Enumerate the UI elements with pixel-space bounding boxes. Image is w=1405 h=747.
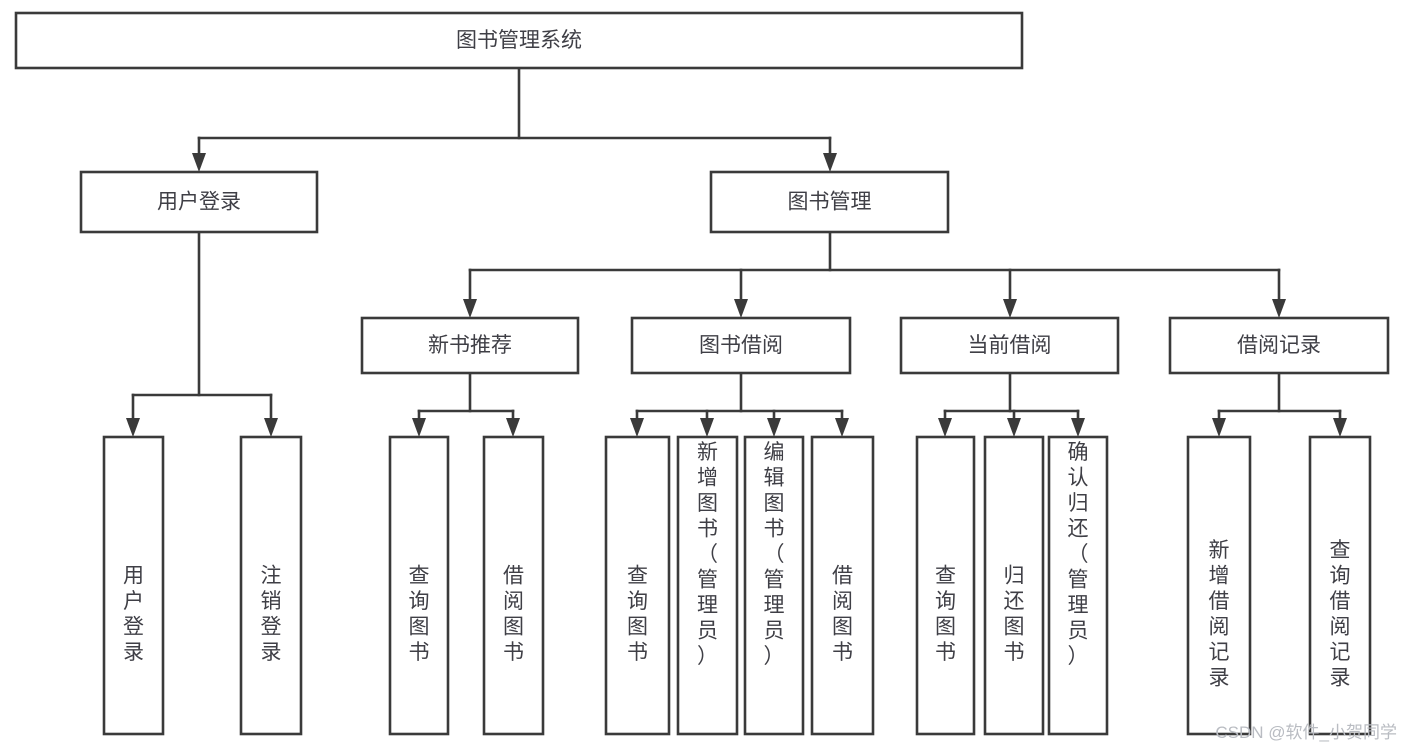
node-label: 查询图书 [409,565,430,665]
leaf-leaf-query-borrow-record[interactable]: 查询借阅记录 [1308,435,1372,736]
leaf-leaf-logout[interactable]: 注销登录 [239,435,303,736]
node-box[interactable] [899,316,1120,375]
leaf-leaf-return-book[interactable]: 归还图书 [983,435,1045,736]
node-box[interactable] [79,170,319,234]
node-book-management[interactable]: 图书管理 [709,170,950,234]
node-new-book-recommend[interactable]: 新书推荐 [360,316,580,375]
leaf-leaf-user-login[interactable]: 用户登录 [102,435,165,736]
node-box[interactable] [1047,435,1109,736]
node-box[interactable] [915,435,976,736]
arrow-head-icon [734,299,748,318]
node-label: 借阅图书 [503,565,524,665]
connector-layer [126,66,1347,437]
node-label: 用户登录 [157,191,241,214]
node-box[interactable] [604,435,671,736]
arrow-head-icon [835,418,849,437]
node-label: 编辑图书（管理员） [764,441,785,668]
node-box[interactable] [14,11,1024,70]
arrow-head-icon [1272,299,1286,318]
node-borrow-records[interactable]: 借阅记录 [1168,316,1390,375]
node-box[interactable] [388,435,450,736]
node-book-borrow[interactable]: 图书借阅 [630,316,852,375]
watermark-text: CSDN @软件_小贺同学 [1215,723,1397,742]
node-box[interactable] [630,316,852,375]
leaf-leaf-query-book-current[interactable]: 查询图书 [915,435,976,736]
arrow-head-icon [938,418,952,437]
node-box[interactable] [983,435,1045,736]
node-box[interactable] [1186,435,1252,736]
leaf-leaf-add-borrow-record[interactable]: 新增借阅记录 [1186,435,1252,736]
node-label: 查询借阅记录 [1330,539,1351,690]
node-box[interactable] [102,435,165,736]
node-box[interactable] [482,435,545,736]
node-box[interactable] [676,435,739,736]
node-label: 借阅记录 [1237,334,1321,357]
leaf-leaf-add-book-admin[interactable]: 新增图书（管理员） [676,435,739,736]
leaf-leaf-edit-book-admin[interactable]: 编辑图书（管理员） [743,435,805,736]
node-label: 图书管理 [788,191,872,214]
leaf-leaf-query-book[interactable]: 查询图书 [604,435,671,736]
arrow-head-icon [412,418,426,437]
node-box[interactable] [709,170,950,234]
arrow-head-icon [823,153,837,172]
arrow-head-icon [700,418,714,437]
arrow-head-icon [506,418,520,437]
arrow-head-icon [1003,299,1017,318]
node-box[interactable] [810,435,875,736]
node-box[interactable] [743,435,805,736]
node-root[interactable]: 图书管理系统 [14,11,1024,70]
arrow-head-icon [126,418,140,437]
arrow-head-icon [1333,418,1347,437]
arrow-head-icon [192,153,206,172]
node-label: 查询图书 [627,565,648,665]
node-label: 当前借阅 [968,334,1052,357]
arrow-head-icon [463,299,477,318]
node-layer: 图书管理系统用户登录图书管理新书推荐图书借阅当前借阅借阅记录用户登录注销登录查询… [14,11,1390,736]
leaf-leaf-confirm-return-admin[interactable]: 确认归还（管理员） [1047,435,1109,736]
node-box[interactable] [1308,435,1372,736]
node-box[interactable] [360,316,580,375]
node-box[interactable] [239,435,303,736]
node-label: 新增借阅记录 [1209,539,1230,690]
arrow-head-icon [1212,418,1226,437]
node-box[interactable] [1168,316,1390,375]
node-label: 图书借阅 [699,334,783,357]
node-label: 新书推荐 [428,334,512,357]
arrow-head-icon [767,418,781,437]
node-label: 借阅图书 [832,565,853,665]
node-label: 注销登录 [261,565,282,665]
leaf-leaf-borrow-book-recommend[interactable]: 借阅图书 [482,435,545,736]
node-label: 确认归还（管理员） [1068,441,1089,668]
arrow-head-icon [1071,418,1085,437]
node-current-borrow[interactable]: 当前借阅 [899,316,1120,375]
arrow-head-icon [1007,418,1021,437]
node-label: 查询图书 [935,565,956,665]
arrow-head-icon [630,418,644,437]
node-label: 图书管理系统 [456,29,582,52]
leaf-leaf-borrow-book[interactable]: 借阅图书 [810,435,875,736]
node-label: 新增图书（管理员） [697,441,718,668]
node-label: 归还图书 [1004,565,1025,665]
arrow-head-icon [264,418,278,437]
leaf-leaf-query-book-recommend[interactable]: 查询图书 [388,435,450,736]
node-user-login[interactable]: 用户登录 [79,170,319,234]
node-label: 用户登录 [123,565,144,665]
